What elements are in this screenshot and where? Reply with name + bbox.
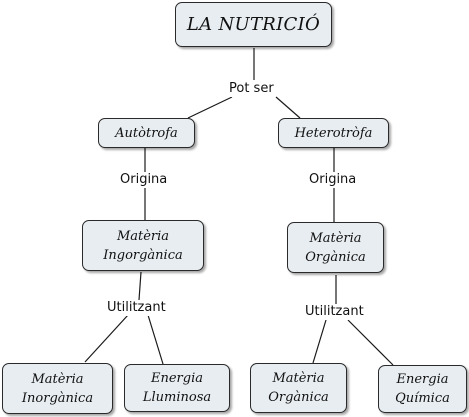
link-label-origina-left: Origina bbox=[118, 172, 170, 188]
link-label-pot-ser: Pot ser bbox=[227, 81, 276, 97]
line-utilitzant-to-leaf1-left bbox=[84, 314, 129, 363]
line-potser-to-autotrofa bbox=[187, 96, 233, 119]
leaf-energia-lluminosa-node[interactable]: Energia Lluminosa bbox=[124, 364, 230, 412]
materia-ingorganica-node[interactable]: Matèria Ingorgànica bbox=[82, 220, 204, 271]
link-label-utilitzant-right: Utilitzant bbox=[303, 304, 366, 320]
line-utilitzant-to-leaf2-left bbox=[147, 314, 164, 365]
link-label-utilitzant-left: Utilitzant bbox=[105, 300, 168, 316]
leaf-materia-organica-node[interactable]: Matèria Orgànica bbox=[250, 363, 347, 413]
heterotrofa-node[interactable]: Heterotròfa bbox=[278, 118, 389, 148]
line-utilitzant-to-leaf1-right bbox=[312, 319, 327, 364]
line-utilitzant-to-leaf2-right bbox=[347, 319, 394, 366]
materia-organica-node[interactable]: Matèria Orgànica bbox=[287, 222, 384, 273]
leaf-energia-quimica-node[interactable]: Energia Química bbox=[378, 365, 467, 413]
link-label-origina-right: Origina bbox=[307, 172, 359, 188]
leaf-materia-inorganica-node[interactable]: Matèria Inorgànica bbox=[2, 363, 113, 414]
line-potser-to-heterotrofa bbox=[275, 96, 301, 119]
root-node[interactable]: LA NUTRICIÓ bbox=[175, 2, 332, 47]
line-result-left-to-utilitzant bbox=[138, 271, 142, 301]
autotrofa-node[interactable]: Autòtrofa bbox=[98, 118, 195, 148]
